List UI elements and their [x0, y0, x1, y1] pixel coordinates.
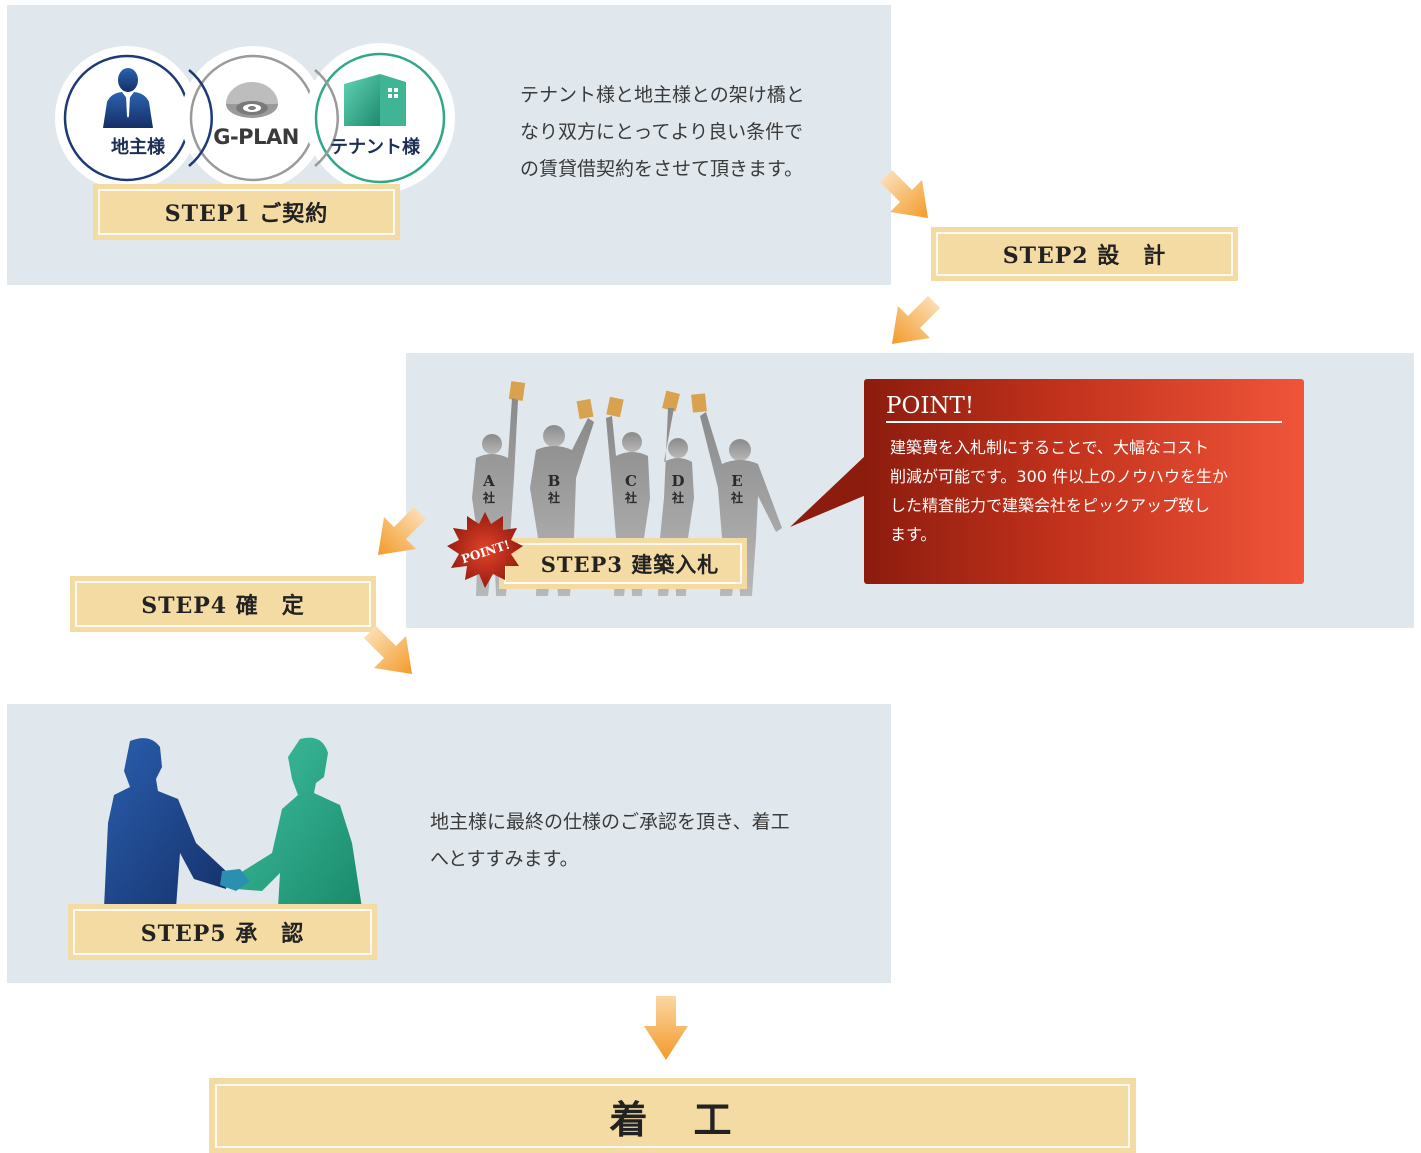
- step1-desc-line: の賃貸借契約をさせて頂きます。: [520, 158, 804, 180]
- step2-label-text: STEP2 設 計: [936, 232, 1233, 276]
- svg-text:社: 社: [671, 490, 684, 505]
- point-text-line: 建築費を入札制にすることで、大幅なコスト: [890, 438, 1210, 457]
- step2-label: STEP2 設 計: [931, 227, 1238, 281]
- step1-label: STEP1 ご契約: [93, 184, 400, 240]
- tenant-building-icon: [344, 74, 406, 126]
- handshake-illustration: [104, 737, 362, 908]
- svg-text:社: 社: [547, 490, 560, 505]
- g-plan-label: G-PLAN: [213, 125, 299, 149]
- step4-label: STEP4 確 定: [70, 576, 376, 632]
- step5-label: STEP5 承 認: [68, 904, 377, 960]
- company-e-label: E: [731, 472, 742, 490]
- svg-text:社: 社: [482, 490, 495, 505]
- landowner-person-icon: [103, 68, 153, 128]
- step4-label-text: STEP4 確 定: [75, 581, 371, 627]
- point-callout-pointer: [790, 455, 866, 527]
- step5-desc-line: へとすすみます。: [430, 848, 579, 870]
- company-c-label: C: [625, 472, 637, 490]
- point-callout: POINT! 建築費を入札制にすることで、大幅なコスト 削減が可能です。300 …: [864, 379, 1304, 584]
- point-text-line: した精査能力で建築会社をピックアップ致し: [890, 496, 1211, 515]
- step5-label-text: STEP5 承 認: [73, 909, 372, 955]
- company-a-label: A: [482, 472, 495, 490]
- point-text-line: ます。: [890, 525, 937, 544]
- step3-label-text: STEP3 建築入札: [504, 543, 742, 584]
- step5-desc-line: 地主様に最終の仕様のご承認を頂き、着工: [430, 811, 790, 833]
- step5-description: 地主様に最終の仕様のご承認を頂き、着工 へとすすみます。: [430, 804, 790, 878]
- arrow-down-left-icon: [378, 507, 426, 555]
- final-label: 着 工: [209, 1078, 1136, 1153]
- company-d-label: D: [671, 472, 684, 490]
- point-text: 建築費を入札制にすることで、大幅なコスト 削減が可能です。300 件以上のノウハ…: [886, 433, 1282, 549]
- arrow-down-icon: [644, 996, 688, 1060]
- final-label-text: 着 工: [215, 1084, 1130, 1148]
- landowner-label: 地主様: [111, 137, 165, 158]
- svg-text:社: 社: [730, 490, 743, 505]
- company-b-label: B: [548, 472, 561, 490]
- step1-desc-line: テナント様と地主様との架け橋と: [520, 84, 805, 106]
- step1-description: テナント様と地主様との架け橋と なり双方にとってより良い条件で の賃貸借契約をさ…: [520, 77, 805, 188]
- arrow-down-right-icon: [880, 170, 928, 218]
- step1-desc-line: なり双方にとってより良い条件で: [520, 121, 804, 143]
- point-title: POINT!: [886, 393, 1282, 423]
- svg-text:社: 社: [624, 490, 637, 505]
- step3-label: STEP3 建築入札: [499, 538, 747, 589]
- arrow-down-left-icon: [892, 296, 940, 344]
- tenant-label: テナント様: [330, 137, 420, 158]
- step1-label-text: STEP1 ご契約: [98, 189, 395, 235]
- point-text-line: 削減が可能です。300 件以上のノウハウを生か: [890, 467, 1229, 486]
- g-plan-logo-icon: [226, 82, 278, 118]
- point-burst-badge: POINT!: [447, 512, 523, 588]
- arrow-down-right-icon: [364, 626, 412, 674]
